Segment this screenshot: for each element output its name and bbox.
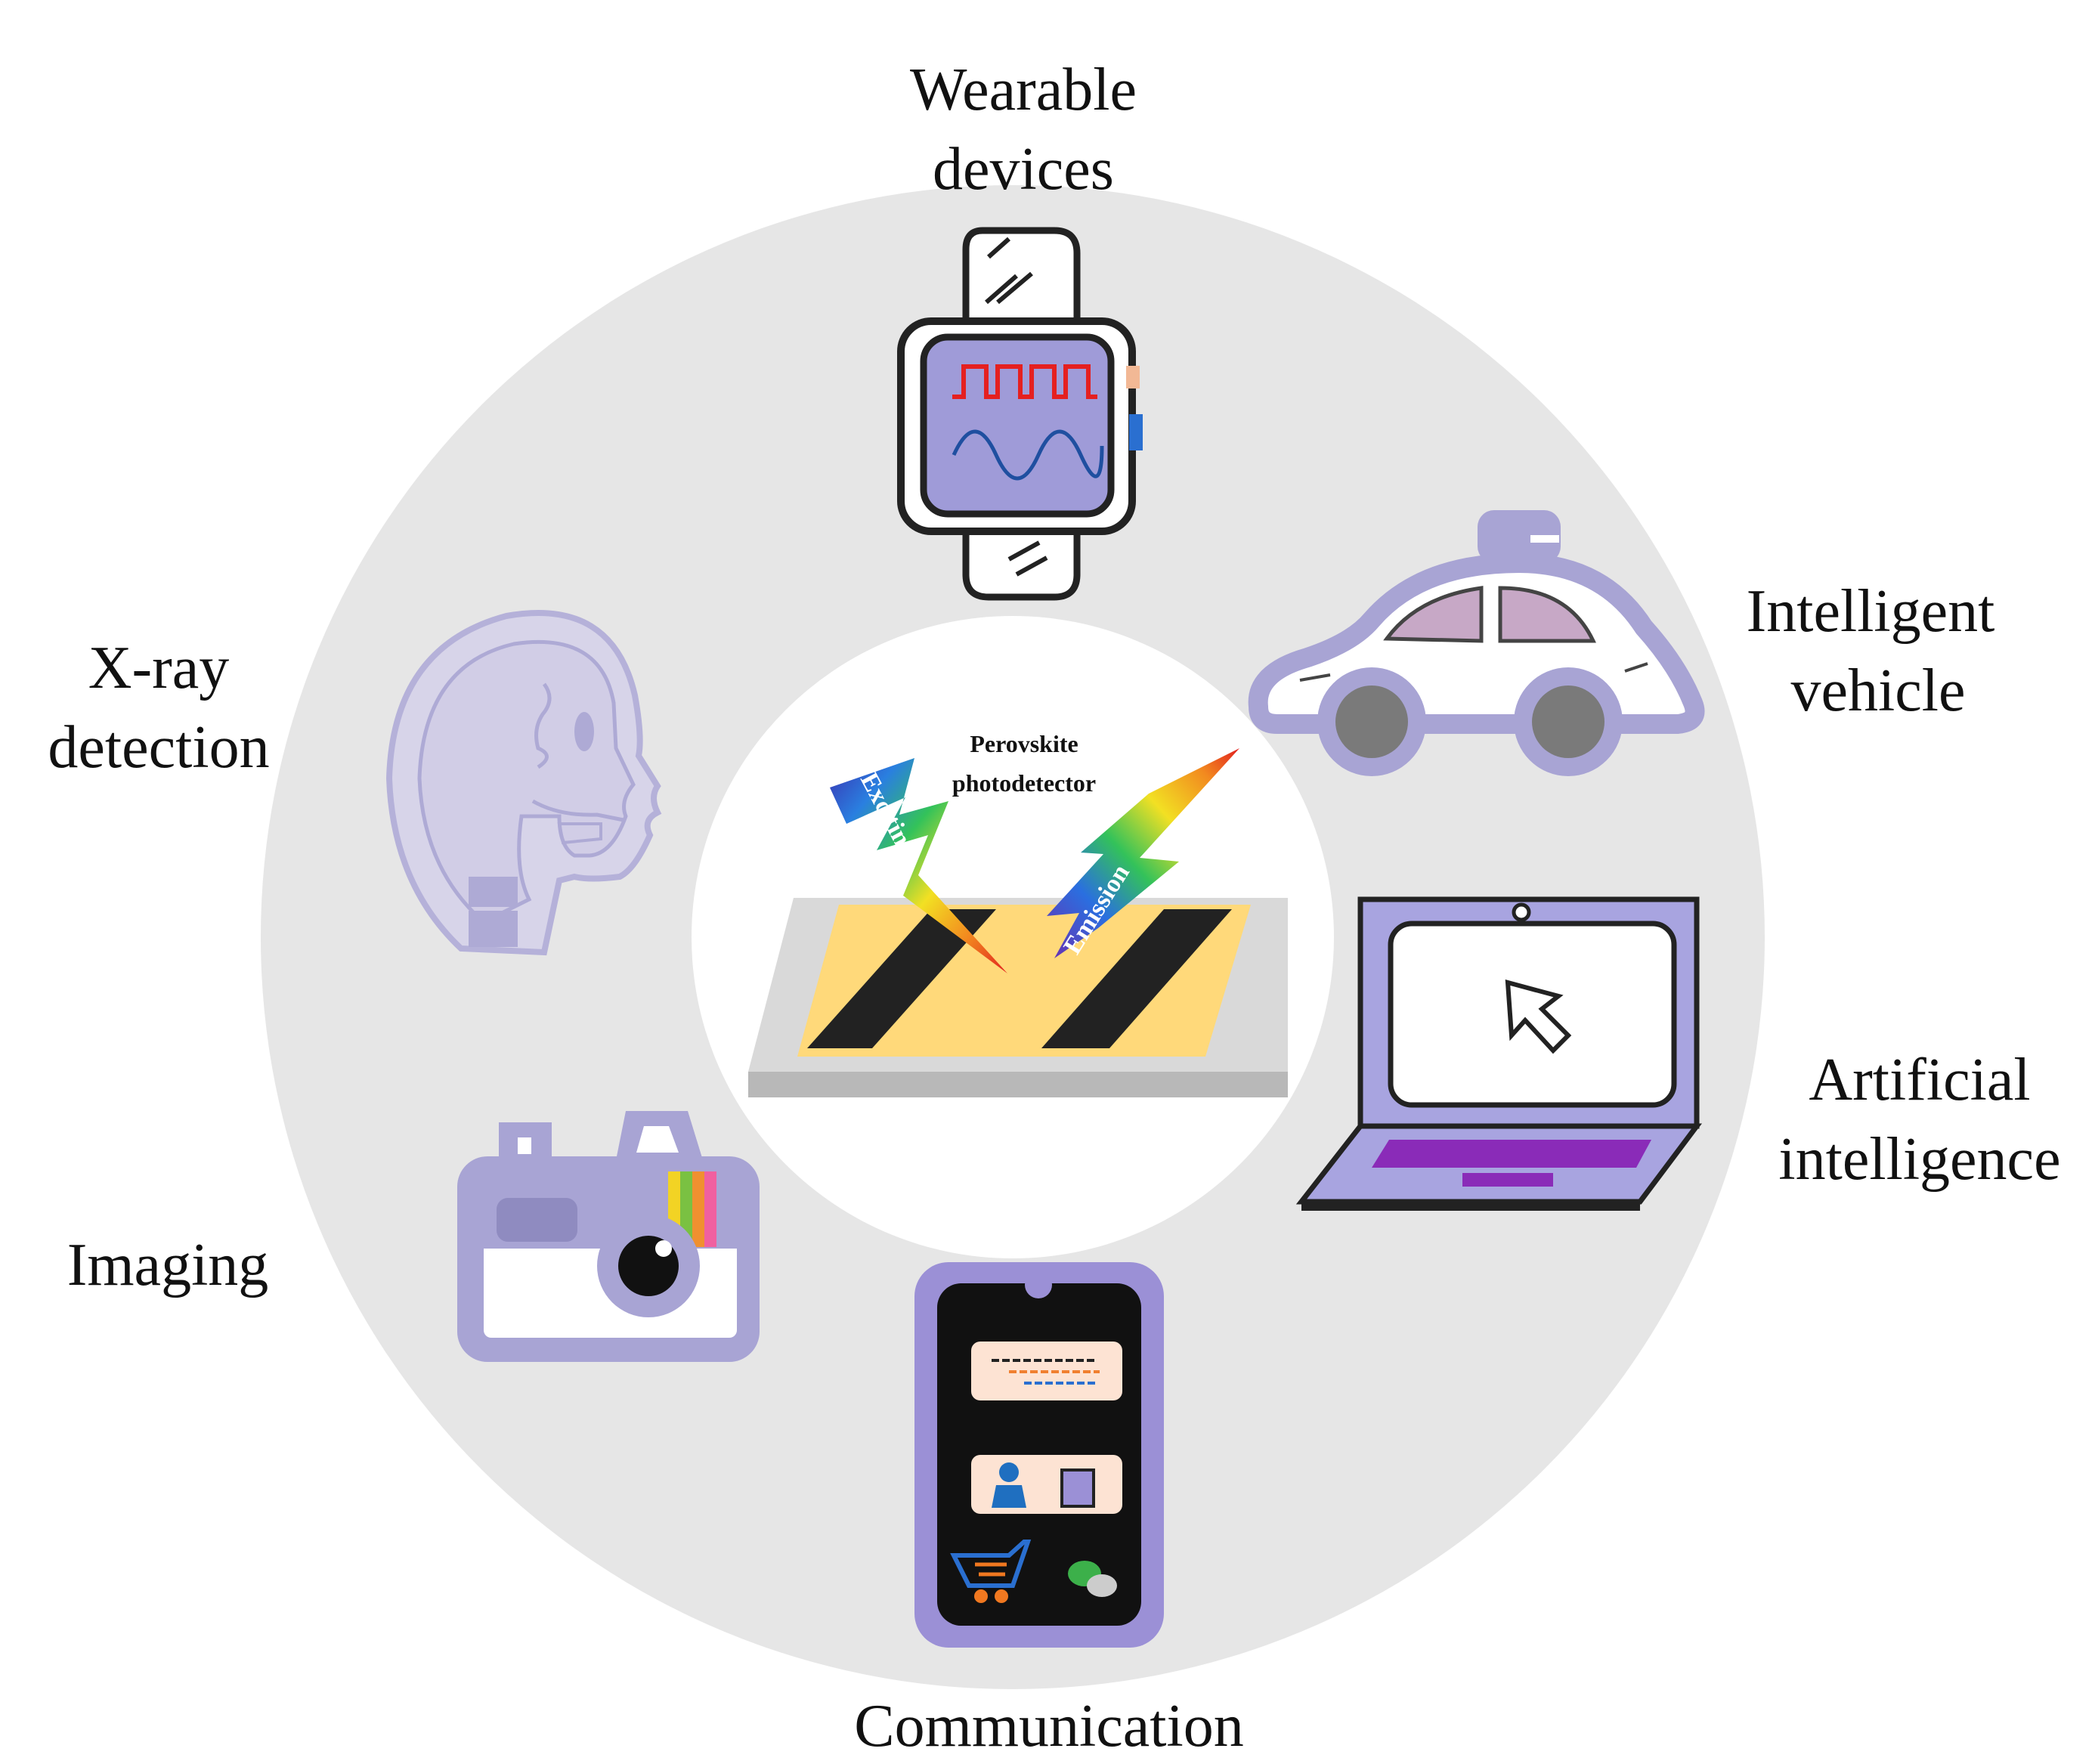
label-wearable-line2: devices (933, 136, 1114, 203)
smartwatch-icon (897, 227, 1143, 601)
label-vehicle-line1: Intelligent (1747, 578, 1995, 645)
cart-icon (950, 1540, 1032, 1588)
label-ai-line2: intelligence (1778, 1126, 2060, 1193)
label-xray-line2: detection (48, 714, 269, 781)
label-wearable-line1: Wearable (910, 57, 1137, 123)
label-imaging: Imaging (67, 1232, 269, 1298)
laptop-icon (1295, 896, 1702, 1211)
label-communication: Communication (854, 1693, 1244, 1759)
center-title-line2: photodetector (952, 769, 1096, 797)
car-icon (1248, 510, 1705, 776)
electrode-left (807, 909, 996, 1048)
smartphone-icon (914, 1262, 1164, 1648)
skull-xray-icon (385, 610, 662, 956)
exciting-beam (830, 758, 1007, 973)
device-base (748, 1072, 1288, 1097)
camera-icon (457, 1111, 760, 1362)
center-title-line1: Perovskite (970, 730, 1078, 757)
label-xray-line1: X-ray (88, 635, 230, 701)
electrode-right (1041, 909, 1232, 1048)
label-vehicle-line2: vehicle (1791, 658, 1966, 724)
emission-beam (1047, 748, 1239, 958)
label-ai-line1: Artificial (1809, 1047, 2030, 1113)
